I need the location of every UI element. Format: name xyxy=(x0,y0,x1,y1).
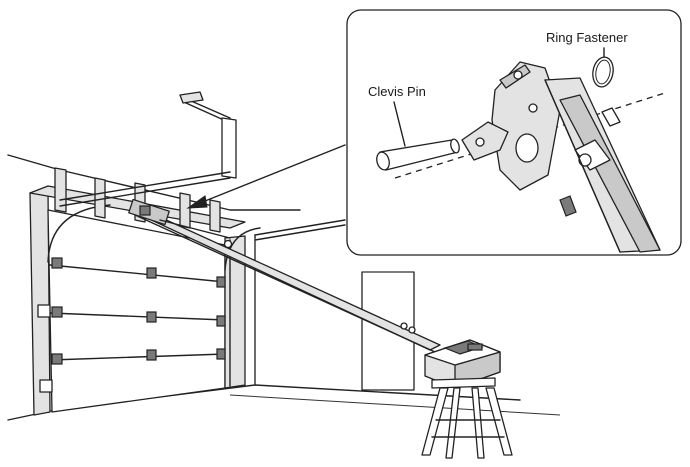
clevis-pin-icon xyxy=(376,138,460,171)
ring-fastener-icon xyxy=(592,56,614,88)
door-header-bracket-icon xyxy=(54,91,237,233)
opener-rail-icon xyxy=(128,198,441,353)
ring-fastener-label: Ring Fastener xyxy=(546,30,628,45)
door-hinge xyxy=(51,257,226,365)
callout-arrow xyxy=(186,144,346,209)
detail-inset: Clevis Pin Ring Fastener xyxy=(346,9,682,256)
clevis-pin-label: Clevis Pin xyxy=(368,84,426,99)
step-ladder-icon xyxy=(421,377,513,459)
door-arm-bracket-icon xyxy=(461,61,561,191)
door-arm-icon xyxy=(544,77,661,253)
garage-door-icon xyxy=(29,185,261,416)
garage-room xyxy=(7,154,561,421)
